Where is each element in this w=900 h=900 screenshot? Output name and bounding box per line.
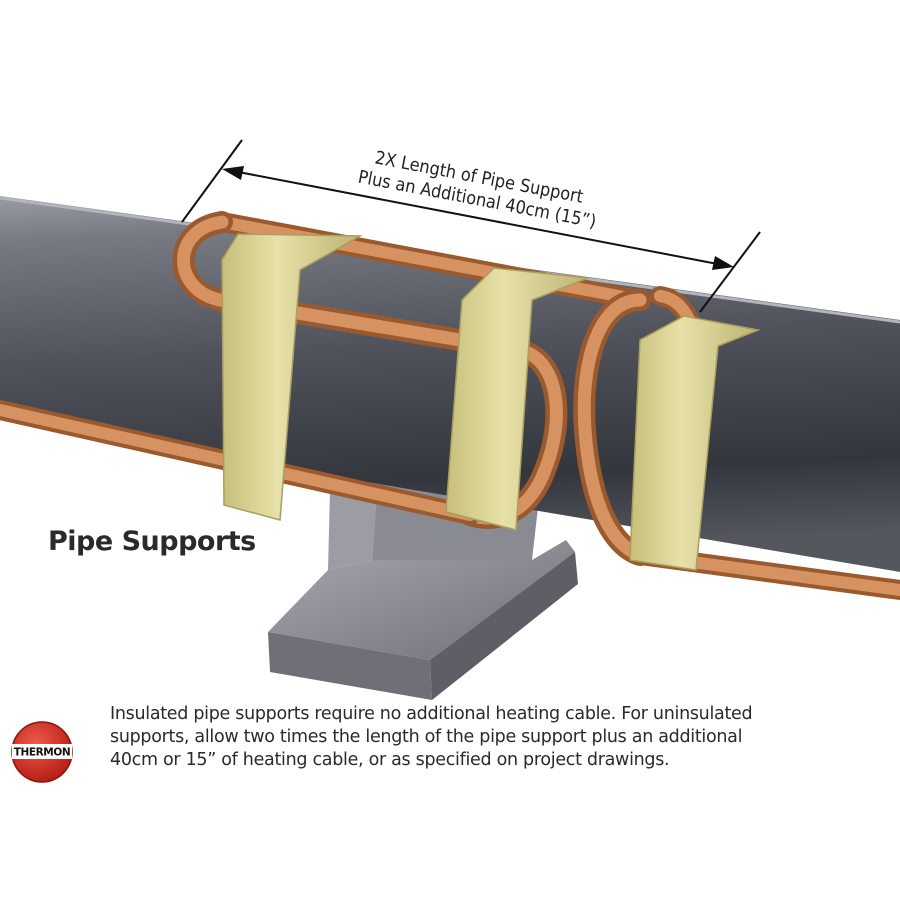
strap-left	[221, 233, 363, 521]
dimension-line	[227, 169, 729, 267]
dimension-arrow-left	[222, 166, 244, 180]
logo-text: THERMON	[14, 747, 71, 759]
caption-line-3: 40cm or 15” of heating cable, or as spec…	[110, 750, 670, 770]
section-title: Pipe Supports	[48, 526, 256, 557]
dimension-arrow-right	[712, 256, 734, 270]
strap-right	[629, 315, 761, 571]
strap-middle	[445, 267, 589, 531]
caption-line-2: supports, allow two times the length of …	[110, 727, 743, 747]
thermon-logo: THERMON	[11, 721, 73, 783]
caption-line-1: Insulated pipe supports require no addit…	[110, 704, 753, 724]
dimension-extension-right	[699, 231, 761, 313]
caption: Insulated pipe supports require no addit…	[110, 703, 810, 772]
dimension-extension-left	[181, 139, 243, 223]
dimension-indicator	[181, 139, 761, 313]
